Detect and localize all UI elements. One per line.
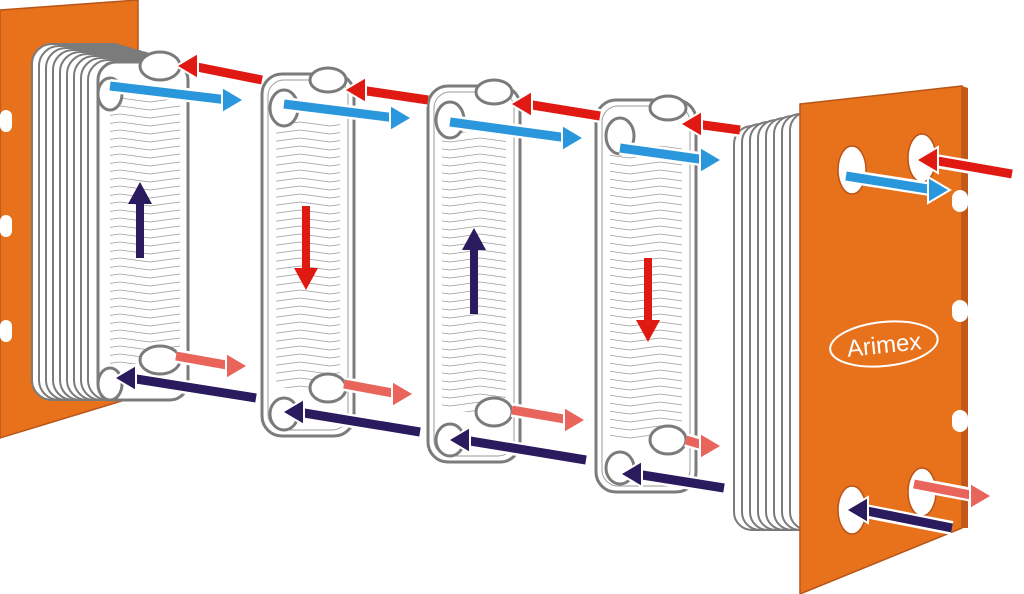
hot-outlet-arrow	[619, 141, 724, 175]
hot-outlet-arrow	[844, 169, 952, 205]
hot-outlet-arrow	[109, 79, 246, 115]
hot-outlet-arrow	[283, 97, 414, 133]
hot-inlet-arrow	[174, 51, 264, 87]
cold-inlet-arrow	[618, 459, 726, 495]
cold-inlet-arrow	[446, 425, 588, 467]
hot-inlet-arrow	[508, 89, 602, 123]
left-plate-pack	[31, 43, 190, 402]
cold-outlet-arrow	[684, 431, 724, 461]
hot-inlet-arrow	[342, 75, 429, 107]
cold-outlet-arrow	[510, 403, 588, 435]
cold-outlet-arrow	[912, 477, 994, 511]
cold-inlet-arrow	[844, 495, 954, 535]
flow-up-arrow	[128, 182, 152, 258]
flow-arrows	[109, 51, 1014, 535]
hot-inlet-arrow	[678, 109, 741, 139]
hot-inlet-arrow	[914, 145, 1014, 181]
cold-inlet-arrow	[112, 363, 258, 405]
flow-up-arrow	[462, 228, 486, 314]
cold-outlet-arrow	[174, 349, 250, 381]
cold-outlet-arrow	[342, 377, 416, 409]
cold-inlet-arrow	[280, 397, 422, 439]
flow-down-arrow	[294, 206, 318, 290]
flow-down-arrow	[636, 258, 660, 342]
hot-outlet-arrow	[449, 115, 586, 153]
